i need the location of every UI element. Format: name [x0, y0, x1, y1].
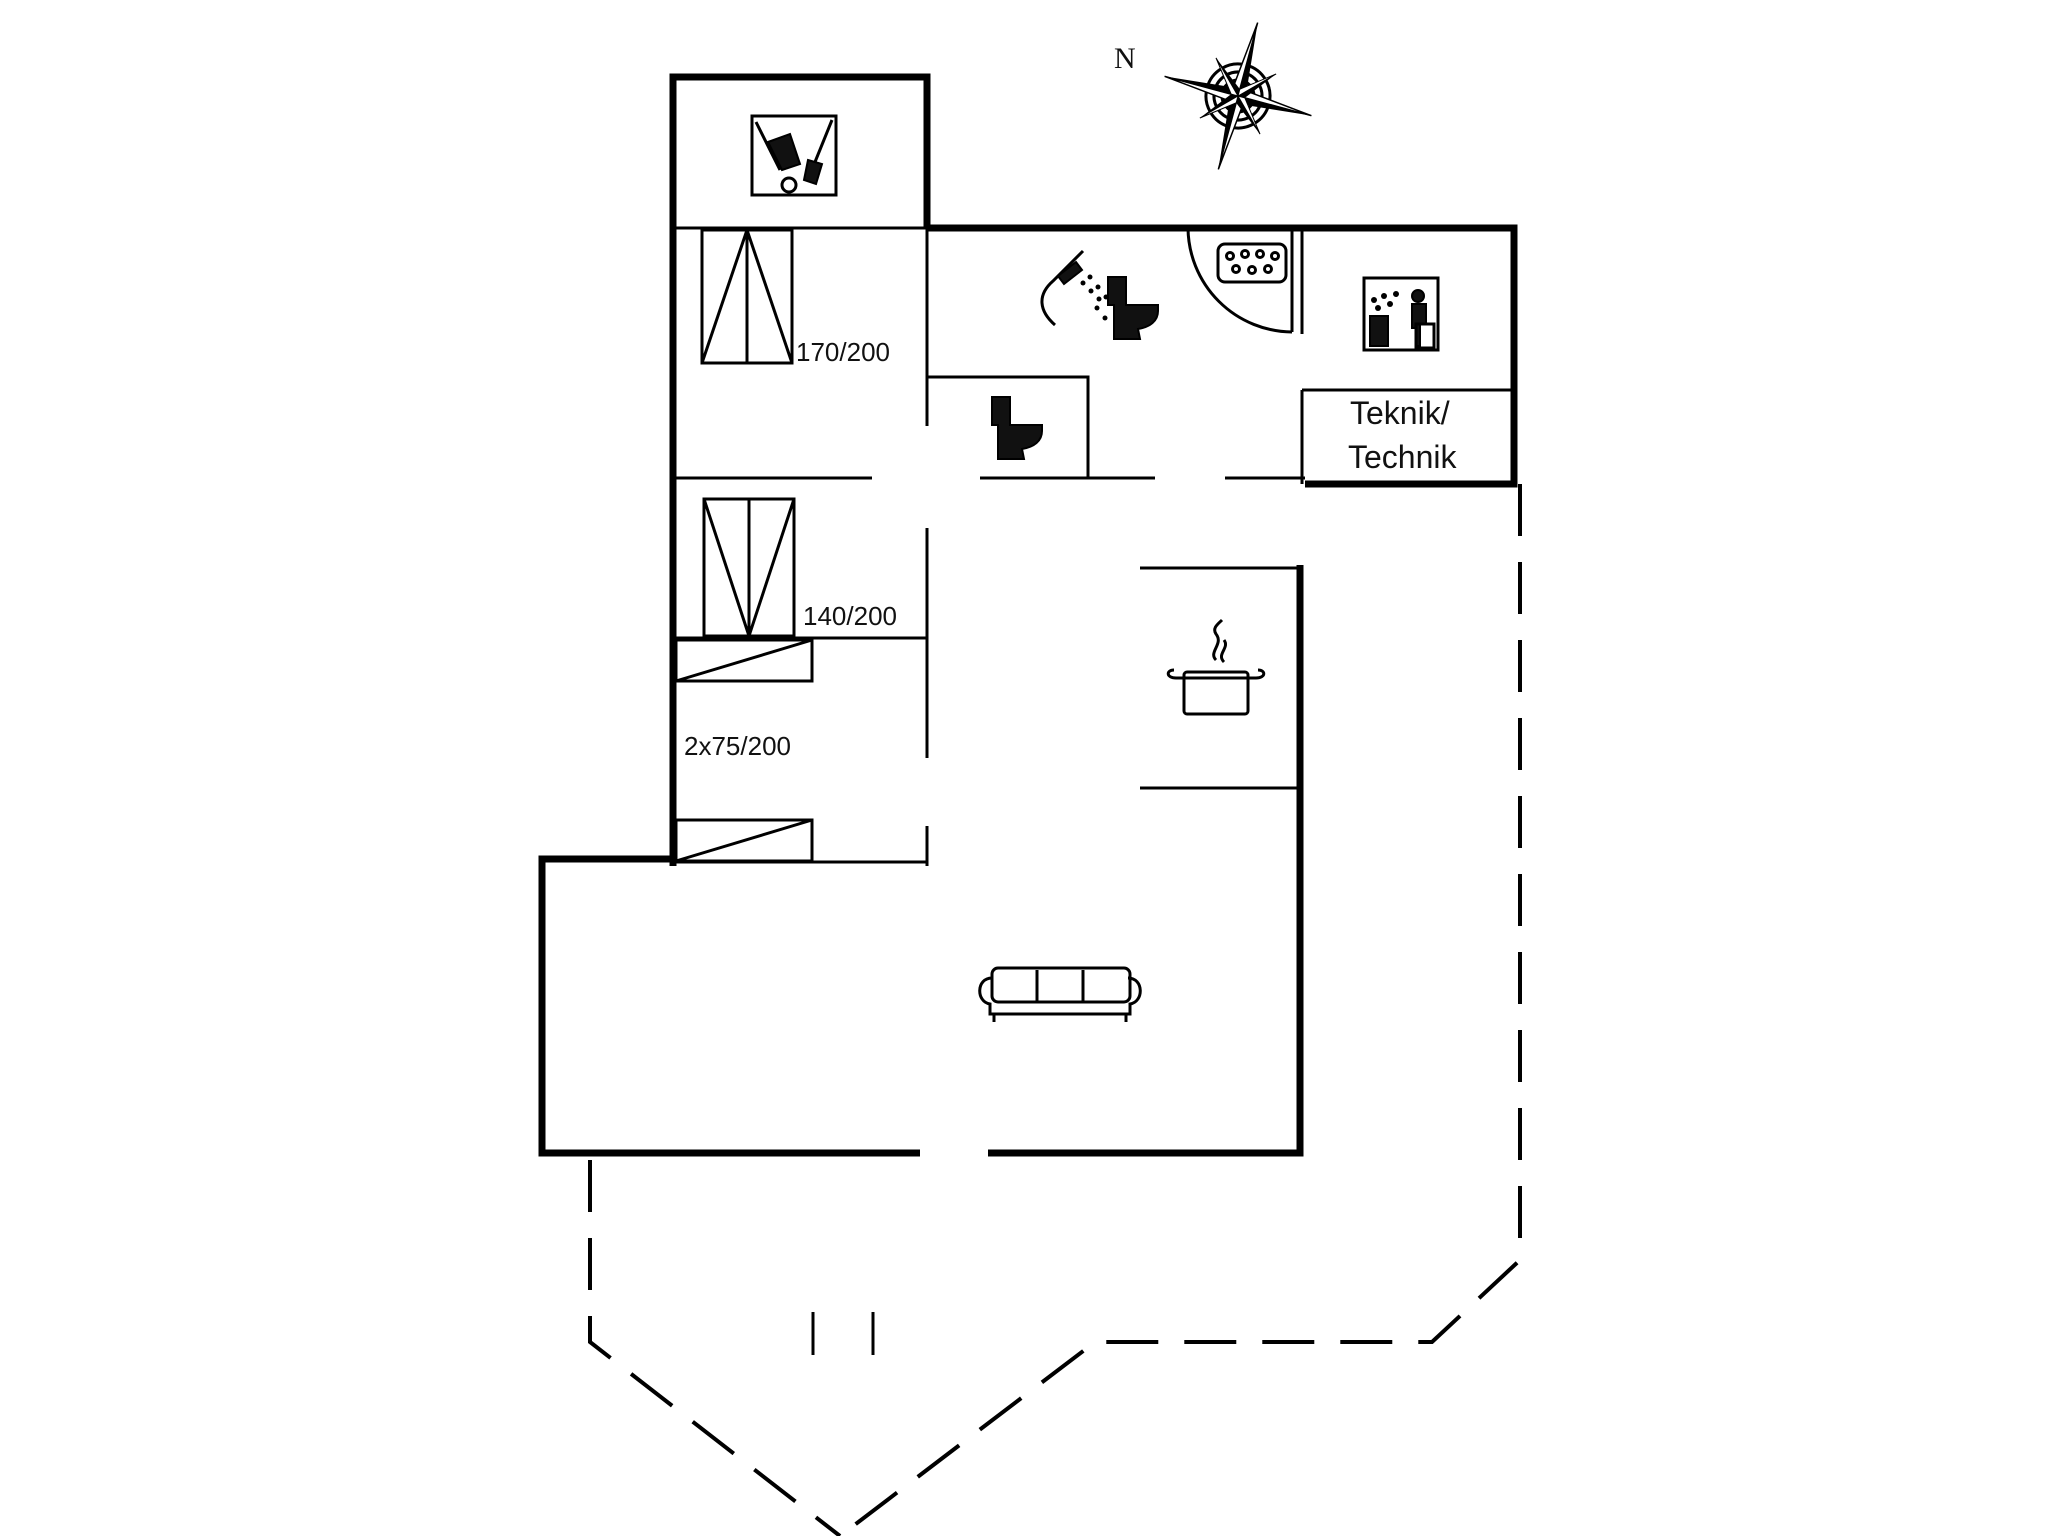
sofa-icon [978, 966, 1142, 1022]
whirlpool-icon [1186, 227, 1294, 334]
bed-3-size-label: 2x75/200 [684, 731, 791, 761]
garden-tools-icon [750, 114, 838, 197]
technical-room-label-line2: Technik [1348, 439, 1458, 475]
shower-icon [1040, 249, 1109, 327]
sauna-icon [1362, 276, 1440, 352]
bed-2-size-label: 140/200 [803, 601, 897, 631]
toilet-icon [1107, 276, 1159, 340]
terrace-outline [588, 484, 1522, 1536]
single-bed-bottom [674, 818, 814, 863]
exterior-walls [538, 73, 1518, 1157]
bed-140 [702, 497, 796, 638]
single-bed-top [674, 638, 814, 683]
toilet-room-icon [991, 396, 1043, 460]
bed-1-size-label: 170/200 [796, 337, 890, 367]
compass-rose-icon [1164, 22, 1312, 170]
cooking-pot-icon [1166, 618, 1266, 716]
bed-170 [700, 228, 794, 365]
technical-room-label-line1: Teknik/ [1350, 395, 1450, 431]
compass-north-label: N [1114, 42, 1136, 75]
